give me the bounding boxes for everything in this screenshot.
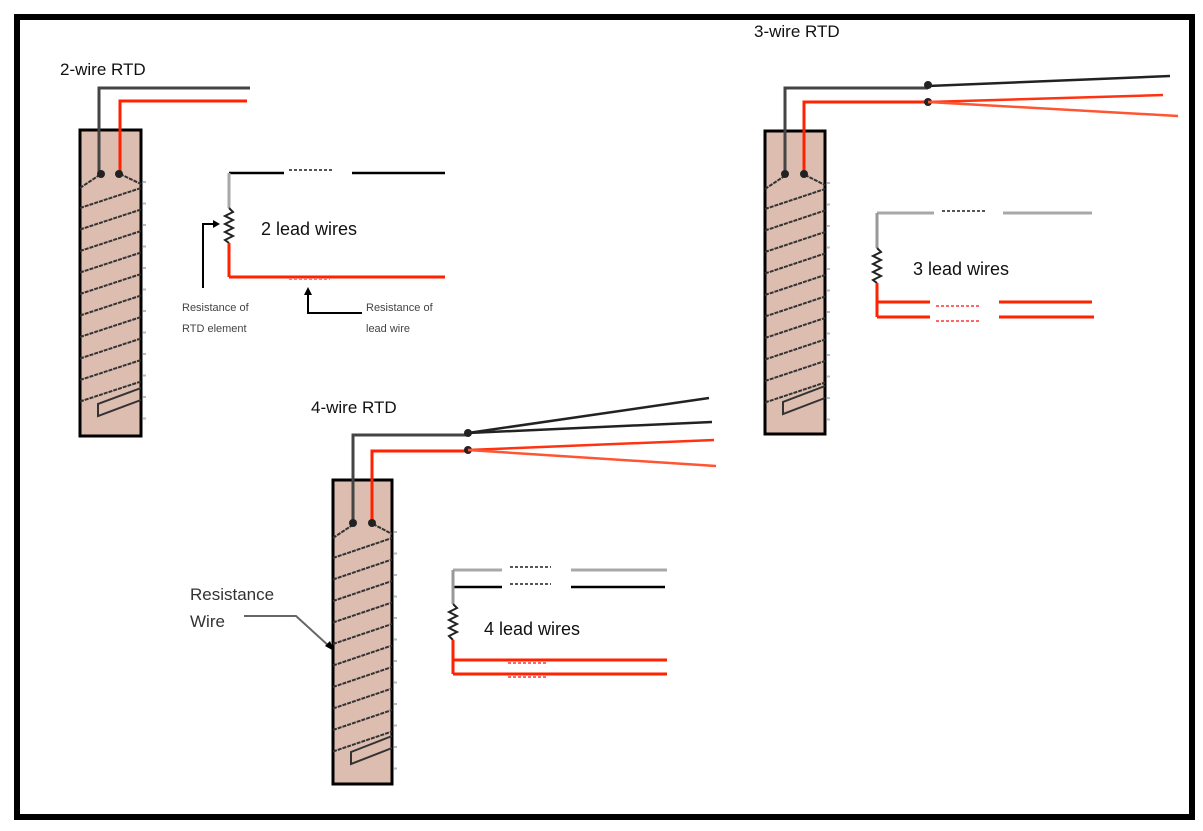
- rtd-3wire-group: 3-wire RTD 3 lead wires: [754, 22, 1179, 436]
- resistance-wire-note-line1: Resistance: [190, 585, 274, 604]
- rtd-4wire-out-red-2: [467, 448, 717, 468]
- rtd-2wire-group: 2-wire RTD 2 lead wires Resistance of RT…: [60, 60, 445, 438]
- rtd-3wire-terminal-red: [800, 170, 808, 178]
- rtd-2wire-probe: [78, 128, 146, 438]
- lead-wire-note-line1: Resistance of: [366, 302, 434, 314]
- rtd-4wire-lead-label: 4 lead wires: [484, 619, 580, 639]
- rtd-4wire-probe: [331, 478, 397, 786]
- rtd-4wire-out-black-1: [467, 396, 710, 435]
- rtd-2wire-black-lead: [97, 86, 250, 174]
- resistance-coil: [332, 523, 397, 770]
- rtd-3wire-terminal-black: [781, 170, 789, 178]
- rtd-4wire-terminal-black: [349, 519, 357, 527]
- rtd-3wire-lead-label: 3 lead wires: [913, 259, 1009, 279]
- rtd-4wire-out-black-2: [467, 420, 713, 435]
- rtd-3wire-black-lead: [783, 86, 928, 174]
- rtd-3wire-out-red-1: [927, 93, 1164, 104]
- rtd-4wire-out-red-1: [467, 438, 715, 452]
- rtd-element-note-line2: RTD element: [182, 323, 247, 335]
- lead-wire-arrow: [307, 292, 362, 314]
- rtd-2wire-title: 2-wire RTD: [60, 60, 146, 79]
- rtd-4wire-group: 4-wire RTD 4 lead wires Resistance: [190, 396, 717, 786]
- rtd-4wire-schematic: [446, 566, 667, 678]
- rtd-3wire-probe: [763, 129, 830, 436]
- rtd-3wire-schematic: [870, 210, 1094, 322]
- lead-wire-note-line2: lead wire: [366, 323, 410, 335]
- rtd-4wire-red-lead: [370, 449, 468, 523]
- rtd-element-resistor: [870, 247, 884, 284]
- resistance-coil: [764, 174, 830, 421]
- rtd-4wire-black-lead: [351, 433, 468, 523]
- rtd-2wire-lead-label: 2 lead wires: [261, 219, 357, 239]
- rtd-2wire-terminal-red: [115, 170, 123, 178]
- rtd-4wire-terminal-red: [368, 519, 376, 527]
- rtd-element-resistor: [222, 207, 236, 244]
- diagram-frame: [14, 14, 1195, 820]
- rtd-element-arrow: [202, 223, 216, 288]
- rtd-3wire-title: 3-wire RTD: [754, 22, 840, 41]
- resistance-wire-note-line2: Wire: [190, 612, 225, 631]
- rtd-3wire-out-black: [927, 74, 1171, 88]
- rtd-3wire-out-red-2: [927, 100, 1179, 118]
- rtd-4wire-title: 4-wire RTD: [311, 398, 397, 417]
- rtd-element-resistor: [446, 603, 460, 641]
- rtd-2wire-terminal-black: [97, 170, 105, 178]
- rtd-2wire-red-lead: [118, 99, 247, 174]
- rtd-2wire-schematic: [202, 169, 445, 314]
- resistance-coil: [79, 173, 146, 420]
- resistance-wire-pointer: [244, 615, 331, 648]
- rtd-element-note-line1: Resistance of: [182, 302, 250, 314]
- rtd-3wire-red-lead: [802, 100, 928, 174]
